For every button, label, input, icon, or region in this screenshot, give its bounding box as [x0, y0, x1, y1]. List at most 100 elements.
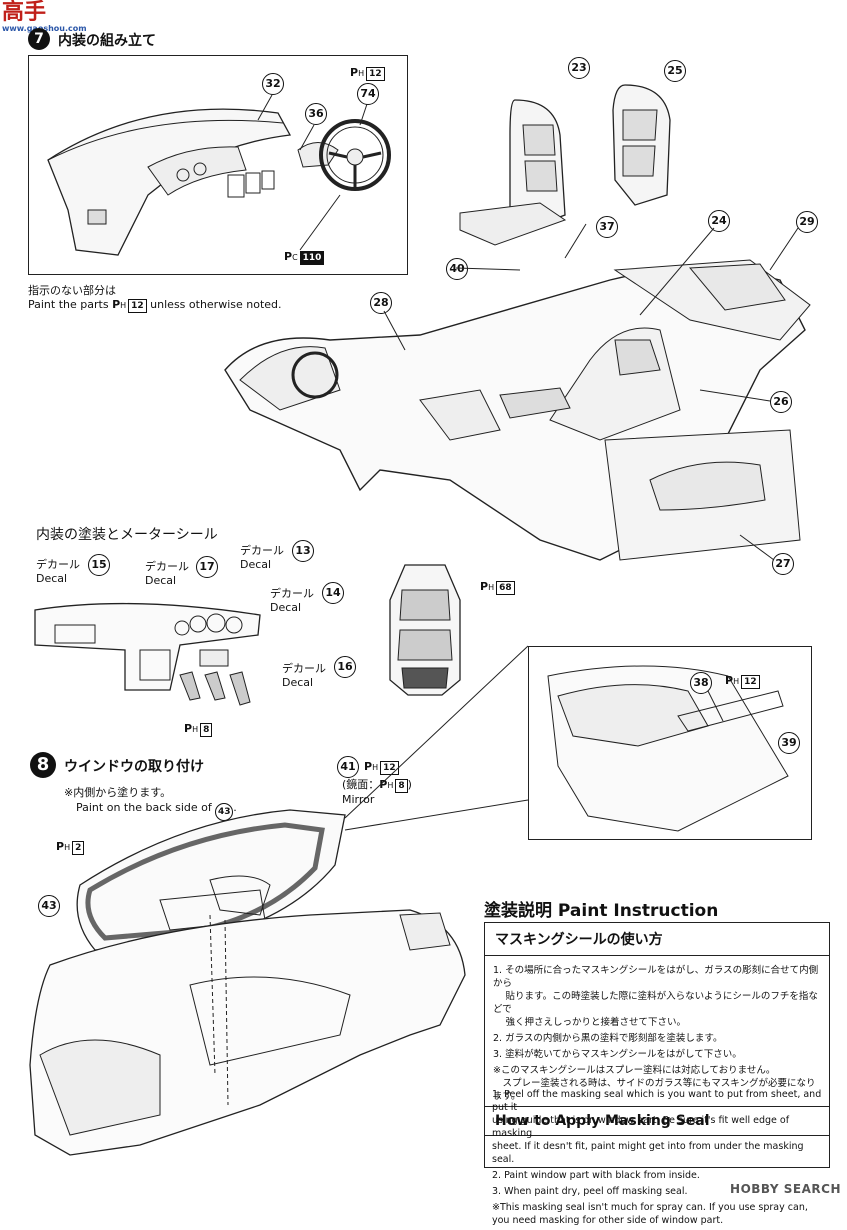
- part-number-23: 23: [568, 57, 590, 79]
- meter-title: 内装の塗装とメーターシール: [36, 527, 218, 543]
- decal-14-label: デカール Decal: [270, 585, 314, 614]
- part-number-25: 25: [664, 60, 686, 82]
- step8-title: ウインドウの取り付け: [64, 759, 204, 775]
- leader-lines-tub: [383, 223, 799, 561]
- paint-code-h12-note-value: 12: [128, 299, 147, 313]
- seat-drawing-23: [459, 99, 567, 246]
- en-box-title: How to Apply Masking Seal: [485, 1106, 829, 1136]
- part-number-38: 38: [690, 672, 712, 694]
- step7-note-en-prefix: Paint the parts: [28, 298, 109, 311]
- en-line-2: using guide that is on window part. Be s…: [492, 1115, 790, 1139]
- decal-number-13: 13: [292, 540, 314, 562]
- decal-13-en: Decal: [240, 558, 272, 571]
- part-number-26: 26: [770, 391, 792, 413]
- decal-16-jp: デカール: [282, 662, 326, 675]
- steering-wheel-drawing: [319, 119, 391, 191]
- jp-line-1: 1. その場所に合ったマスキングシールをはがし、ガラスの彫刻に合せて内側から: [493, 965, 819, 989]
- part-number-32: 32: [262, 73, 284, 95]
- part-number-39: 39: [778, 732, 800, 754]
- decal-13-jp: デカール: [240, 544, 284, 557]
- decal-15-en: Decal: [36, 572, 68, 585]
- step8-number-badge: 8: [30, 752, 56, 778]
- jp-line-7: スプレー塗装される時は、サイドのガラス等にもマスキングが必要になります。: [493, 1078, 816, 1102]
- en-line-3: sheet. If it desn't fit, paint might get…: [492, 1141, 804, 1165]
- jp-line-2: 貼ります。この時塗装した際に塗料が入らないようにシールのフチを指などで: [493, 991, 818, 1015]
- en-line-7: you need masking for other side of windo…: [492, 1215, 724, 1226]
- jp-box-title: マスキングシールの使い方: [485, 923, 829, 956]
- decal-14-jp: デカール: [270, 587, 314, 600]
- decal-number-15: 15: [88, 554, 110, 576]
- en-line-1: 1. Peel off the masking seal which is yo…: [492, 1089, 822, 1113]
- inset-connector-lines: [344, 645, 529, 831]
- decal-15-label: デカール Decal: [36, 556, 80, 585]
- en-line-5: 3. When paint dry, peel off masking seal…: [492, 1186, 688, 1197]
- interior-tub-drawing: [224, 259, 811, 561]
- part-number-37: 37: [596, 216, 618, 238]
- part-number-43: 43: [38, 895, 60, 917]
- window-glass-drawing: [76, 809, 346, 951]
- decal-14-en: Decal: [270, 601, 302, 614]
- window-inset-frame: [528, 646, 812, 840]
- jp-line-5: 3. 塗料が乾いてからマスキングシールをはがして下さい。: [493, 1049, 742, 1060]
- part-number-24: 24: [708, 210, 730, 232]
- seat-cushion-drawing: [389, 564, 461, 696]
- mirror-jp-prefix: (鏡面：: [342, 778, 380, 791]
- step7-title: 内装の組み立て: [58, 33, 156, 49]
- paint-code-c110-value: 110: [299, 251, 325, 265]
- en-instructions: 1. Peel off the masking seal which is yo…: [492, 1088, 826, 1230]
- decal-15-jp: デカール: [36, 558, 80, 571]
- step7-note-en-suffix: unless otherwise noted.: [150, 298, 282, 311]
- decal-17-jp: デカール: [145, 560, 189, 573]
- step7-number-badge: 7: [28, 28, 50, 50]
- paint-code-h12-inset-value: 12: [741, 675, 760, 689]
- step8-note-en-text: Paint on the back side of: [76, 801, 212, 814]
- part-number-27: 27: [772, 553, 794, 575]
- paint-code-h12-value: 12: [366, 67, 385, 81]
- paint-code-h8-mirror-value: 8: [395, 779, 408, 793]
- window-inset-drawing: [547, 665, 789, 832]
- part-number-28: 28: [370, 292, 392, 314]
- decal-number-16: 16: [334, 656, 356, 678]
- hobby-search-watermark: HOBBY SEARCH: [730, 1182, 841, 1196]
- part-number-74: 74: [357, 83, 379, 105]
- mirror-en: Mirror: [342, 793, 375, 806]
- jp-instruction-box: マスキングシールの使い方 1. その場所に合ったマスキングシールをはがし、ガラス…: [484, 922, 830, 1168]
- step7-note-jp: 指示のない部分は: [28, 284, 116, 297]
- paint-code-h68-value: 68: [496, 581, 515, 595]
- jp-line-6: ※このマスキングシールはスプレー塗料には対応しておりません。: [493, 1065, 776, 1076]
- meter-dashboard-drawing: [34, 602, 261, 706]
- en-line-6: ※This masking seal isn't much for spray …: [492, 1202, 808, 1213]
- decal-13-label: デカール Decal: [240, 542, 284, 571]
- decal-17-label: デカール Decal: [145, 558, 189, 587]
- paint-code-h8-pedals-value: 8: [200, 723, 213, 737]
- part-number-36: 36: [305, 103, 327, 125]
- en-line-4: 2. Paint window part with black from ins…: [492, 1170, 700, 1181]
- part-number-41: 41: [337, 756, 359, 778]
- jp-line-4: 2. ガラスの内側から黒の塗料で彫刻部を塗装します。: [493, 1033, 723, 1044]
- step7-dashboard-frame: [28, 55, 408, 275]
- part-number-29: 29: [796, 211, 818, 233]
- seat-drawing-25: [612, 84, 671, 206]
- paint-instruction-title: 塗装説明 Paint Instruction: [484, 901, 719, 921]
- paint-code-h2-value: 2: [72, 841, 85, 855]
- decal-16-label: デカール Decal: [282, 660, 326, 689]
- decal-number-14: 14: [322, 582, 344, 604]
- jp-line-3: 強く押さえしっかりと接着させて下さい。: [493, 1017, 687, 1028]
- decal-17-en: Decal: [145, 574, 177, 587]
- site-watermark-main: 高手: [2, 0, 47, 25]
- car-body-drawing: [29, 909, 466, 1156]
- leader-lines-step7: [257, 94, 368, 251]
- decal-16-en: Decal: [282, 676, 314, 689]
- decal-number-17: 17: [196, 556, 218, 578]
- mirror-jp-suffix: ): [407, 778, 412, 791]
